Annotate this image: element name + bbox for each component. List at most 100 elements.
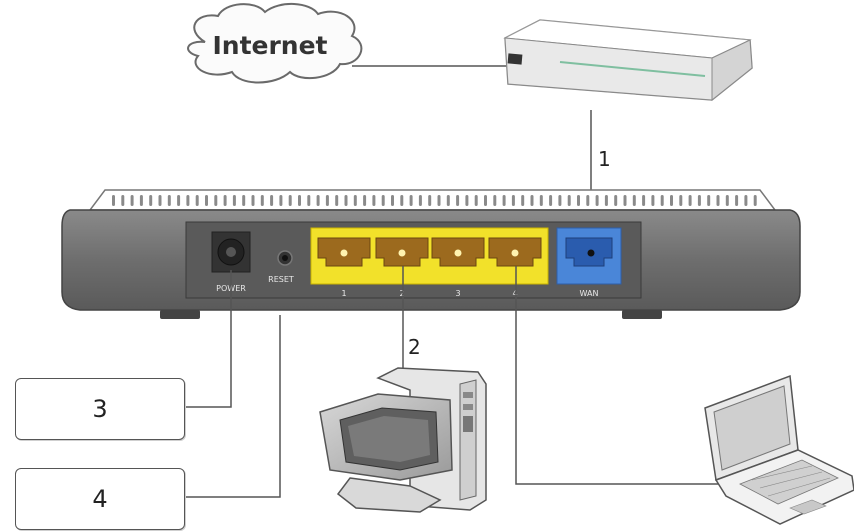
vent-slot [428, 195, 432, 206]
vent-slot [232, 195, 236, 206]
lan-port-number-1: 1 [341, 289, 346, 298]
lan-port-number-2: 2 [399, 289, 404, 298]
lan-port-number-4: 4 [512, 289, 517, 298]
vent-slot [344, 195, 348, 206]
laptop-computer-icon [704, 374, 854, 525]
vent-slot [651, 195, 655, 206]
lan-port-connector-3 [454, 249, 462, 257]
vent-slot [409, 195, 413, 206]
vent-slot [586, 195, 590, 206]
vent-slot [130, 195, 134, 206]
callout-box-4: 4 [15, 468, 185, 530]
power-jack [211, 231, 251, 273]
modem-device [503, 19, 753, 102]
vent-slot [400, 195, 404, 206]
lan-port-connector-4 [511, 249, 519, 257]
vent-slot [725, 195, 729, 206]
callout-box-3: 3 [15, 378, 185, 440]
reset-label: RESET [268, 275, 294, 284]
wan-label: WAN [580, 289, 599, 298]
vent-slot [242, 195, 246, 206]
wan-port [565, 237, 613, 267]
vent-slot [456, 195, 460, 206]
power-link-line [184, 270, 232, 408]
vent-slot [642, 195, 646, 206]
vent-slot [688, 195, 692, 206]
vent-slot [288, 195, 292, 206]
vent-slot [186, 195, 190, 206]
vent-slot [530, 195, 534, 206]
vent-slot [474, 195, 478, 206]
vent-slot [623, 195, 627, 206]
callout-4-label: 4 [92, 485, 108, 513]
vent-slot [604, 195, 608, 206]
vent-slot [279, 195, 283, 206]
vent-slot [167, 195, 171, 206]
internet-cloud: Internet [187, 3, 363, 84]
vent-slot [307, 195, 311, 206]
vent-slot [325, 195, 329, 206]
vent-slot [195, 195, 199, 206]
lan-port-connector-1 [340, 249, 348, 257]
vent-slot [670, 195, 673, 206]
vent-slot [558, 195, 562, 206]
vent-slot [149, 195, 153, 206]
vent-slot [567, 195, 571, 206]
vent-slot [632, 195, 636, 206]
vent-slot [521, 195, 525, 206]
laptop-link-line [515, 266, 730, 485]
vent-slot [260, 195, 264, 206]
callout-3-label: 3 [92, 395, 108, 423]
vent-slot [549, 195, 553, 206]
vent-slot [437, 195, 441, 206]
vent-slot [484, 195, 487, 206]
vent-slot [214, 195, 218, 206]
vent-slot [121, 195, 125, 206]
vent-slot [707, 195, 711, 206]
vent-slot [697, 195, 701, 206]
vent-slot [158, 195, 162, 206]
vent-slot [614, 195, 618, 206]
vent-slot [335, 195, 339, 206]
vent-slot [391, 195, 394, 206]
lan-ports: 1 2 3 4 [317, 237, 542, 298]
reset-link-line [184, 315, 281, 498]
vent-slot [577, 195, 580, 206]
vent-slot [502, 195, 506, 206]
internet-label: Internet [212, 31, 327, 60]
vent-slot [679, 195, 683, 206]
vent-slot [112, 195, 115, 206]
callout-2-label: 2 [408, 335, 421, 359]
vent-slot [270, 195, 274, 206]
vent-slot [139, 195, 143, 206]
vent-slot [716, 195, 720, 206]
router-vents [112, 195, 757, 206]
vent-slot [511, 195, 515, 206]
vent-slot [223, 195, 227, 206]
lan-port-number-3: 3 [455, 289, 460, 298]
vent-slot [205, 195, 208, 206]
vent-slot [753, 195, 757, 206]
vent-slot [539, 195, 543, 206]
desktop-computer-icon [319, 367, 487, 513]
vent-slot [744, 195, 748, 206]
vent-slot [465, 195, 469, 206]
vent-slot [595, 195, 599, 206]
vent-slot [381, 195, 385, 206]
vent-slot [372, 195, 376, 206]
vent-slot [493, 195, 497, 206]
vent-slot [660, 195, 664, 206]
lan-port-connector-2 [398, 249, 406, 257]
vent-slot [316, 195, 320, 206]
vent-slot [177, 195, 181, 206]
reset-button [277, 250, 293, 266]
vent-slot [353, 195, 357, 206]
vent-slot [251, 195, 255, 206]
callout-1-label: 1 [598, 147, 611, 171]
vent-slot [735, 195, 739, 206]
vent-slot [446, 195, 450, 206]
vent-slot [363, 195, 367, 206]
